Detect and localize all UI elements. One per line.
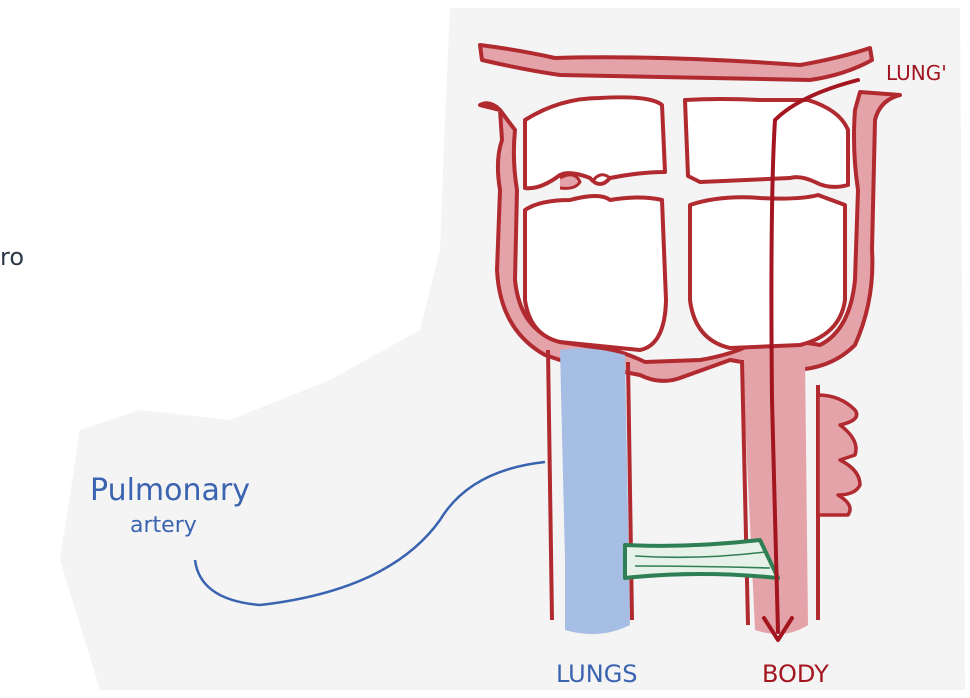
label-body-bottom: BODY [762, 660, 829, 688]
label-pulmonary: Pulmonary [90, 473, 250, 508]
valve-flap-left [560, 175, 580, 189]
label-lungs-top-right: LUNG' [886, 61, 947, 85]
label-artery: artery [130, 513, 197, 538]
right-atrium-chamber [685, 99, 848, 187]
pulmonary-artery-vessel [560, 348, 630, 634]
label-lungs-bottom: LUNGS [556, 660, 638, 688]
left-ventricle-chamber [525, 196, 666, 350]
left-atrium-chamber [525, 97, 665, 188]
right-ventricle-chamber [690, 195, 845, 348]
ductus-arteriosus [625, 540, 778, 578]
